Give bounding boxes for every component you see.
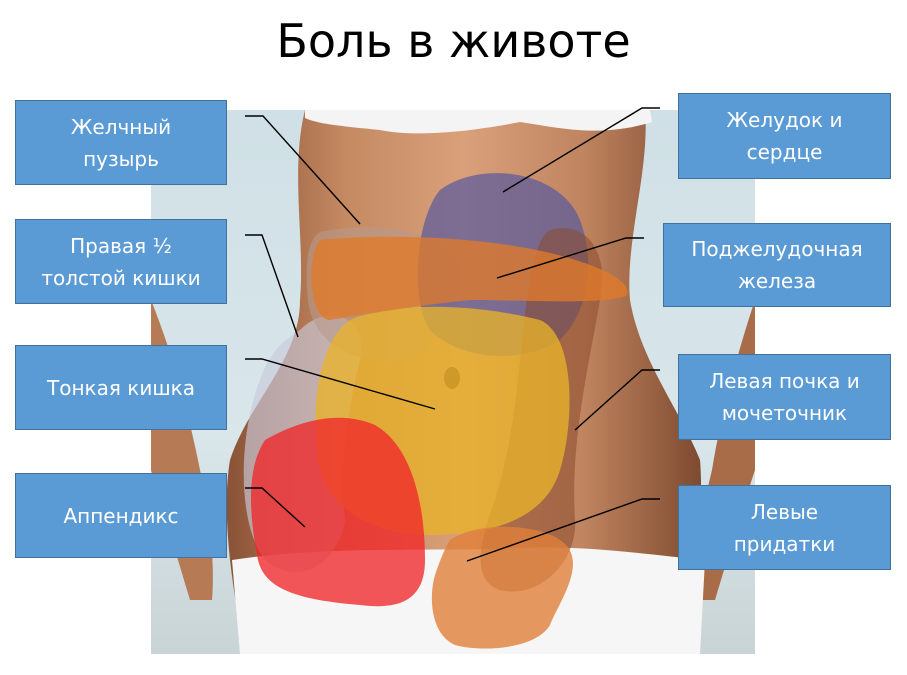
adnexa-zone (431, 526, 573, 649)
label-pancreas: Поджелудочная железа (663, 223, 891, 307)
label-right-colon: Правая ½ толстой кишки (15, 219, 227, 304)
label-stomach-heart: Желудок и сердце (678, 93, 891, 179)
leader-small-intestine (245, 358, 436, 410)
label-gallbladder: Желчный пузырь (15, 100, 227, 185)
leader-gallbladder (245, 115, 361, 225)
leader-kidney (574, 369, 660, 431)
label-appendix: Аппендикс (15, 473, 227, 558)
leader-pancreas (496, 237, 644, 279)
leader-stomach (502, 107, 660, 193)
leader-adnexa (466, 498, 660, 562)
pancreas-zone (311, 236, 628, 320)
appendix-zone (250, 417, 425, 607)
label-left-adnexa: Левые придатки (678, 485, 891, 570)
leader-right-colon (245, 234, 299, 338)
label-small-intestine: Тонкая кишка (15, 345, 227, 430)
page-title: Боль в животе (276, 14, 631, 68)
bikini-top (305, 110, 652, 134)
leader-appendix (245, 487, 306, 528)
label-left-kidney: Левая почка и мочеточник (678, 354, 891, 440)
